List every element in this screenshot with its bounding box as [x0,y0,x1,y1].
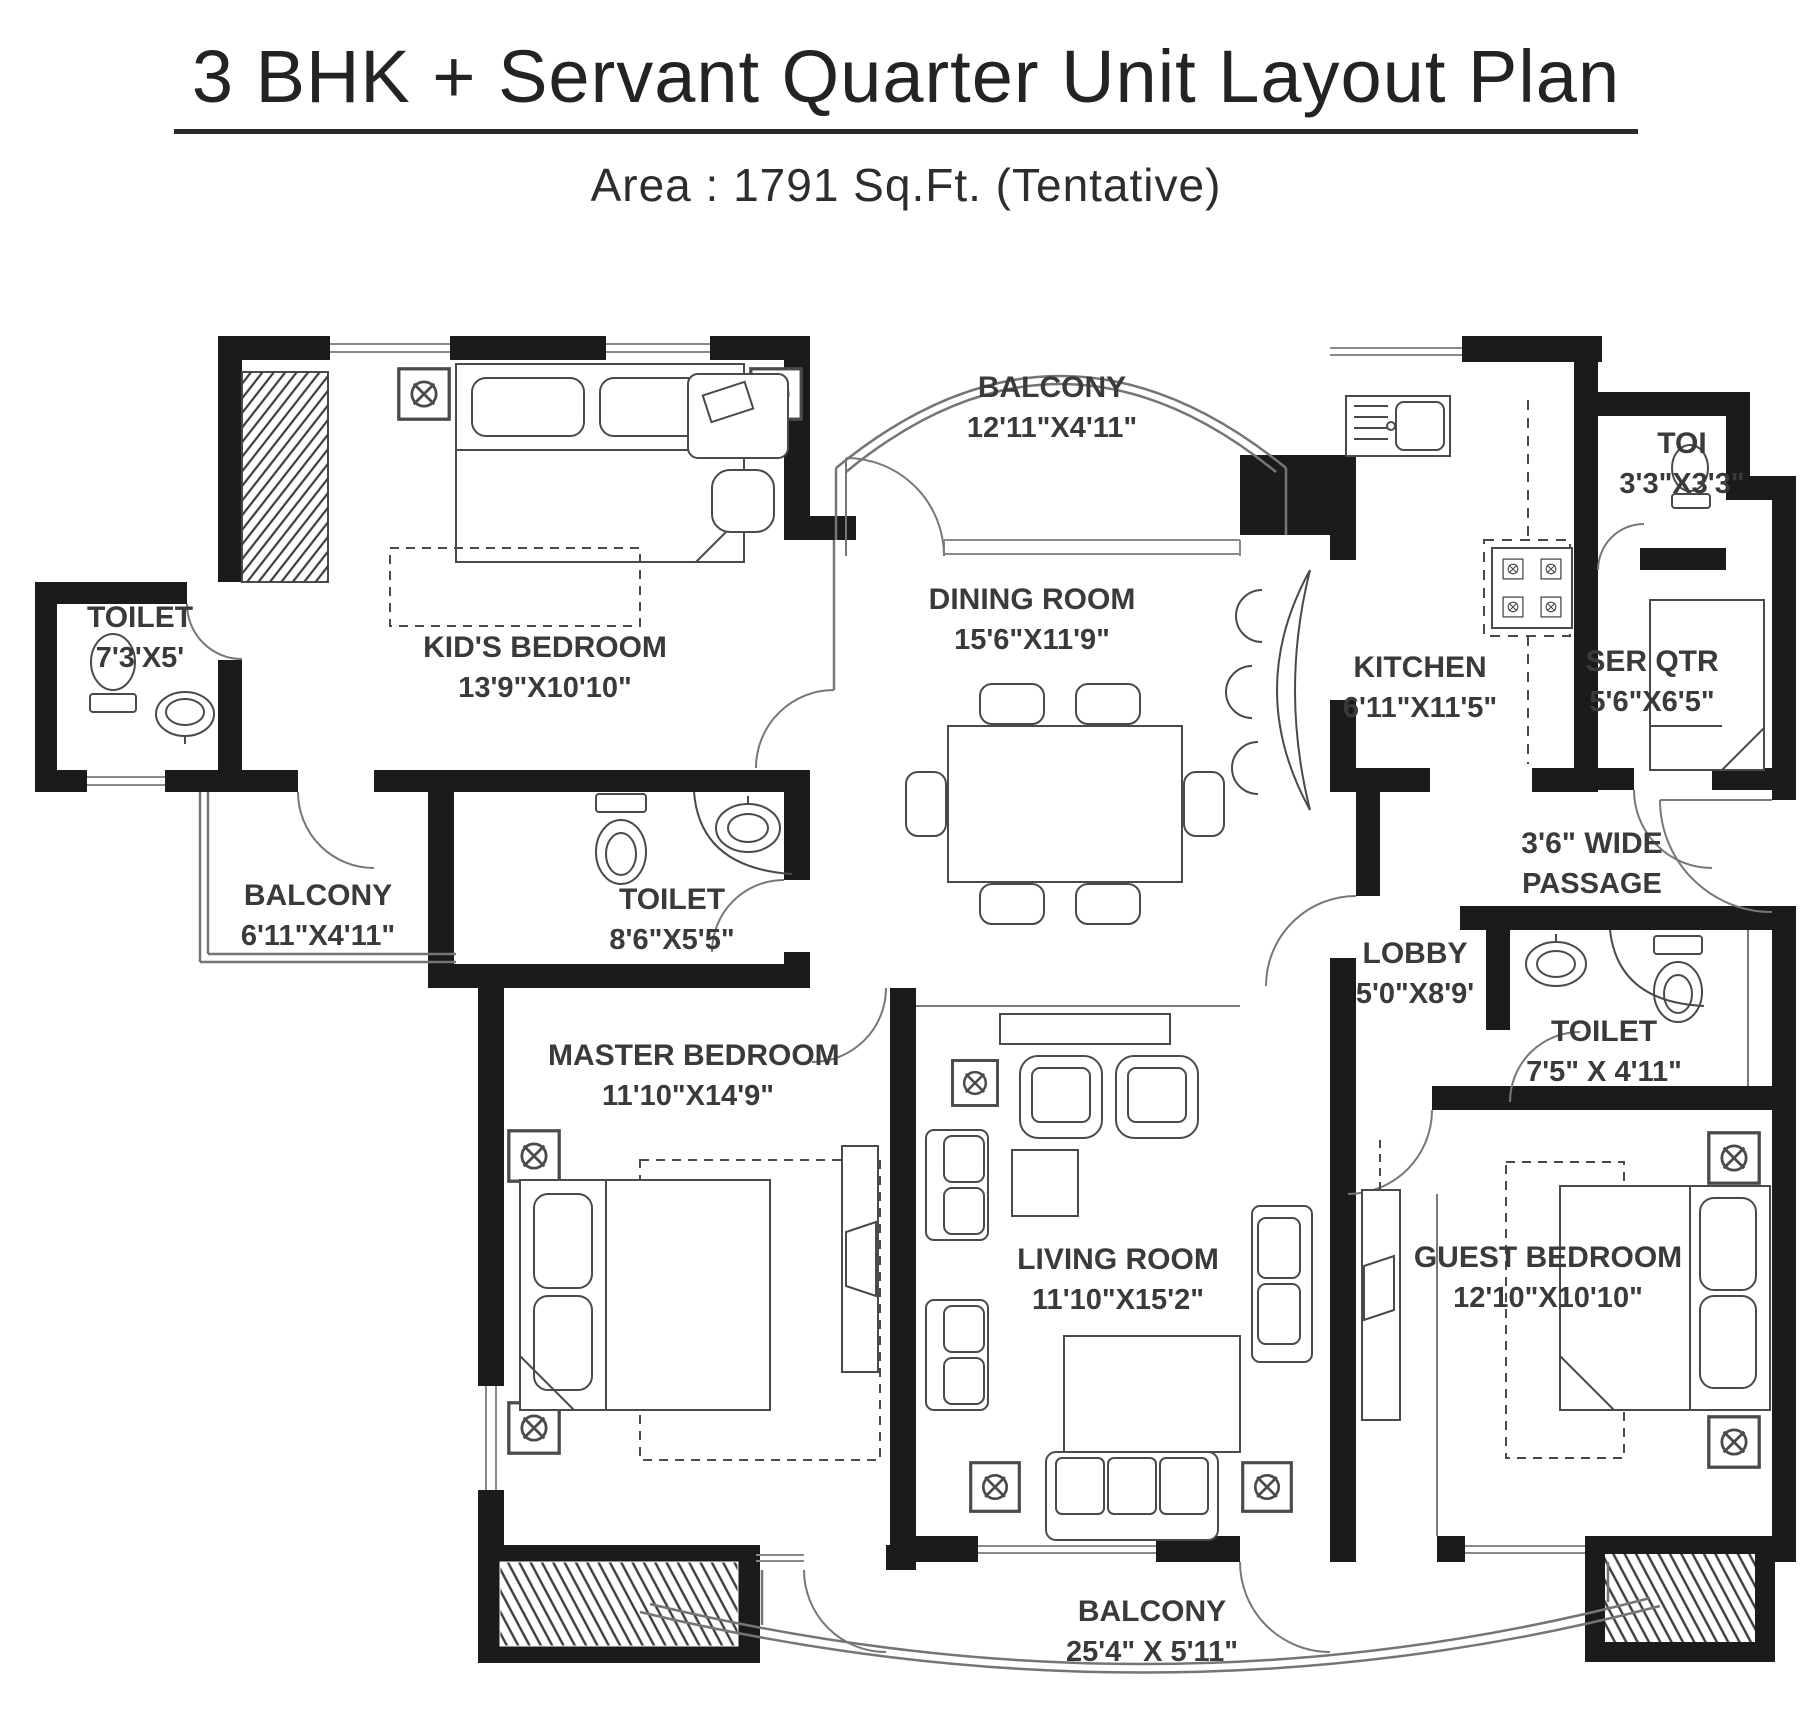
room-dims: 12'10"X10'10" [1453,1282,1643,1314]
coffee-table-icon [1063,1335,1241,1453]
room-name: SER QTR [1585,645,1719,678]
room-label-balcony-top: BALCONY 12'11"X4'11" [912,368,1192,448]
room-label-dining-room: DINING ROOM 15'6"X11'9" [892,580,1172,660]
room-label-guest-bedroom: GUEST BEDROOM 12'10"X10'10" [1408,1238,1688,1318]
room-dims: 11'10"X14'9" [602,1080,774,1112]
side-table-icon [951,1059,999,1107]
room-dims: 8'6"X5'5" [609,924,735,956]
dining-table-icon [905,683,1225,925]
windows [87,336,1585,1562]
room-dims: 5'6"X6'5" [1589,686,1715,718]
lamp-table-icon [969,1461,1021,1513]
room-label-master-toilet: TOILET 8'6"X5'5" [532,880,812,960]
wc-icon [1671,444,1711,509]
room-label-servant-toilet: TOI 3'3"X3'3" [1542,424,1812,504]
page-subtitle: Area : 1791 Sq.Ft. (Tentative) [590,159,1222,211]
room-name: TOILET [1550,1015,1658,1048]
kids-bed-icon [455,363,745,563]
page-title: 3 BHK + Servant Quarter Unit Layout Plan [0,34,1812,134]
room-name: TOILET [86,601,194,634]
balcony-railings [198,374,1661,1674]
room-label-master-bedroom: MASTER BEDROOM 11'10"X14'9" [548,1036,840,1116]
lamp-table-icon [1241,1461,1293,1513]
kitchen-sink-icon [1345,395,1451,457]
sofa-icon [925,1129,1313,1411]
room-label-servant-quarter: SER QTR 5'6"X6'5" [1512,642,1792,722]
wardrobe-icons [241,371,1755,1647]
thin-partitions [916,930,1749,1536]
wc-icon [595,793,647,885]
stove-icon [1491,547,1573,629]
nightstand-icon [507,1129,561,1183]
room-name: LIVING ROOM [1017,1243,1219,1276]
master-bed-icon [519,1179,771,1411]
console-table-icon [999,1013,1171,1045]
room-name: GUEST BEDROOM [1413,1241,1683,1274]
room-name: TOI [1657,427,1707,460]
room-dims: 11'10"X15'2" [1032,1284,1204,1316]
nightstand-icon [1707,1131,1761,1185]
sink-icon [1525,934,1587,987]
room-label-balcony-bottom: BALCONY 25'4" X 5'11" [1012,1592,1292,1672]
room-dims: 12'11"X4'11" [966,412,1138,444]
room-label-kids-bedroom: KID'S BEDROOM 13'9"X10'10" [405,628,685,708]
room-label-lobby: LOBBY 5'0"X8'9' [1275,934,1555,1014]
room-name: MASTER BEDROOM [548,1039,840,1072]
room-name: LOBBY [1362,937,1468,970]
door-arcs [186,457,1773,1653]
room-name: BALCONY [243,879,393,912]
room-name: DINING ROOM [928,583,1136,616]
room-label-passage: 3'6" WIDE PASSAGE [1452,824,1732,904]
room-dims: 13'9"X10'10" [458,672,632,704]
room-name: KITCHEN [1353,651,1487,684]
room-dims: 7'5" X 4'11" [1526,1056,1682,1088]
room-dims: 3'3"X3'3" [1619,468,1745,500]
room-dims: 6'11"X4'11" [240,920,396,952]
guest-bed-icon [1559,1185,1771,1411]
room-dims: 7'3'X5' [95,642,185,674]
room-label-toilet-top-left: TOILET 7'3'X5' [0,598,280,678]
room-dims: PASSAGE [1522,868,1662,900]
nightstand-icon [397,367,451,421]
room-dims: 25'4" X 5'11" [1066,1636,1238,1668]
room-name: KID'S BEDROOM [423,631,667,664]
side-table-icon [1011,1149,1079,1217]
title-text: 3 BHK + Servant Quarter Unit Layout Plan [173,34,1639,134]
desk-icon [687,373,789,533]
room-label-living-room: LIVING ROOM 11'10"X15'2" [978,1240,1258,1320]
room-name: TOILET [618,883,726,916]
room-name: BALCONY [977,371,1127,404]
room-dims: 6'11"X11'5" [1342,692,1498,724]
tv-unit-icon [1361,1140,1401,1421]
room-name: BALCONY [1077,1595,1227,1628]
room-label-guest-toilet: TOILET 7'5" X 4'11" [1464,1012,1744,1092]
sofa-3seat-icon [1045,1451,1219,1541]
rug-icon [389,547,641,627]
servant-bed-icon [1649,599,1765,771]
wc-icon [89,633,137,713]
room-label-balcony-left: BALCONY 6'11"X4'11" [178,876,458,956]
bar-counter-icon [1225,569,1311,811]
room-dims: 5'0"X8'9' [1355,978,1475,1010]
wc-icon [1609,929,1705,1023]
room-label-kitchen: KITCHEN 6'11"X11'5" [1280,648,1560,728]
nightstand-icon [1707,1415,1761,1469]
armchair-icon [1019,1055,1199,1139]
tv-unit-icon [841,1145,879,1373]
room-name: 3'6" WIDE [1521,827,1663,860]
room-dims: 15'6"X11'9" [954,624,1110,656]
sink-icon [693,791,793,875]
sink-icon [155,691,215,744]
rug-icon [1505,1161,1625,1459]
